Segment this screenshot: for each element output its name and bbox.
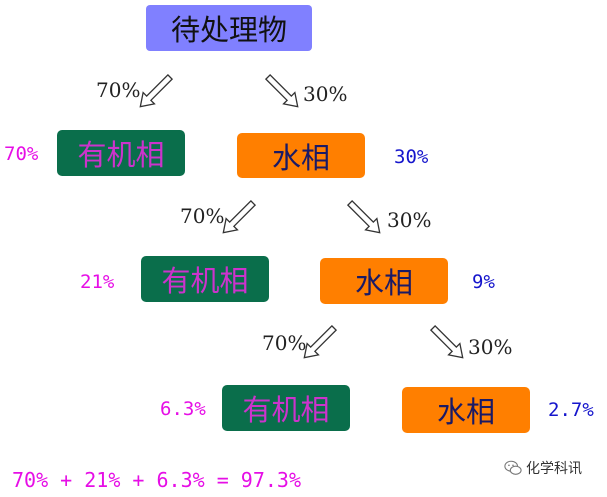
level2-aqueous-pct: 9% — [472, 271, 495, 293]
root-node: 待处理物 — [146, 5, 312, 51]
level1-aqueous-pct: 30% — [394, 146, 429, 168]
level1-organic-node: 有机相 — [57, 130, 185, 176]
level3-aqueous-pct: 2.7% — [548, 399, 594, 421]
level1-right-ratio: 30% — [303, 82, 348, 106]
level2-organic-pct: 21% — [80, 271, 115, 293]
arrow-level2-right — [343, 196, 387, 240]
arrow-level1-left — [133, 70, 177, 114]
arrow-level3-right — [426, 321, 470, 365]
level3-right-ratio: 30% — [468, 335, 513, 359]
level1-left-ratio: 70% — [96, 78, 141, 102]
level3-organic-node: 有机相 — [222, 385, 350, 431]
organic-label: 有机相 — [242, 393, 330, 427]
aqueous-label: 水相 — [271, 140, 330, 175]
watermark: 化学科讯 — [504, 458, 582, 478]
aqueous-label: 水相 — [354, 266, 413, 300]
wechat-icon — [504, 460, 522, 475]
level3-aqueous-node: 水相 — [402, 387, 530, 433]
organic-label: 有机相 — [77, 138, 165, 172]
arrow-level1-right — [261, 70, 305, 114]
level2-aqueous-node: 水相 — [320, 258, 448, 304]
aqueous-label: 水相 — [436, 395, 495, 429]
root-label: 待处理物 — [170, 13, 287, 47]
level2-organic-node: 有机相 — [141, 256, 269, 302]
total-formula: 70% + 21% + 6.3% = 97.3% — [12, 468, 301, 492]
level2-right-ratio: 30% — [387, 208, 432, 232]
organic-label: 有机相 — [161, 264, 249, 298]
level1-aqueous-node: 水相 — [237, 133, 365, 178]
level2-left-ratio: 70% — [180, 204, 225, 228]
level3-organic-pct: 6.3% — [160, 398, 206, 420]
level1-organic-pct: 70% — [4, 143, 39, 165]
watermark-text: 化学科讯 — [526, 461, 582, 477]
level3-left-ratio: 70% — [262, 331, 307, 355]
